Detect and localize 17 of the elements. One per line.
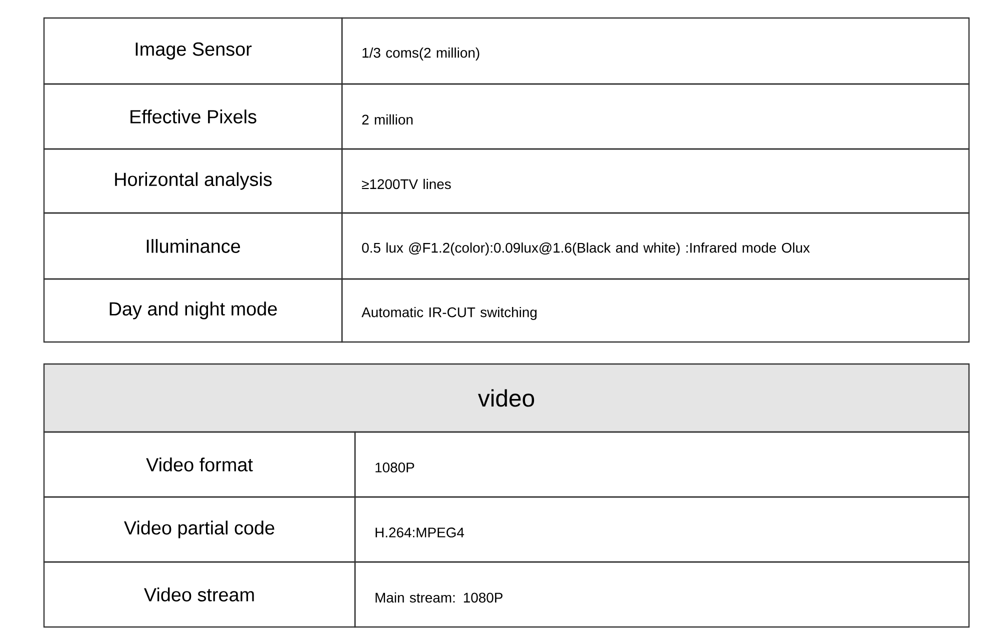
spec-name-cell: Video format <box>43 431 356 498</box>
spec-value-cell: ≥1200TV lines <box>341 148 970 214</box>
spec-name-cell: Image Sensor <box>43 17 343 85</box>
spec-value-cell: 2 million <box>341 83 970 150</box>
spec-name-cell: Video stream <box>43 561 356 628</box>
spec-name-cell: Horizontal analysis <box>43 148 343 214</box>
spec-value-cell: 1080P <box>354 431 970 498</box>
spec-name-cell: Video partial code <box>43 496 356 563</box>
spec-value-cell: Main stream: 1080P <box>354 561 970 628</box>
spec-name-cell: Effective Pixels <box>43 83 343 150</box>
spec-value-cell: 1/3 coms(2 million) <box>341 17 970 85</box>
spec-value-cell: 0.5 lux @F1.2(color):0.09lux@1.6(Black and white) :Infrared mode Olux <box>341 212 970 280</box>
spec-name-cell: Day and night mode <box>43 278 343 343</box>
spec-value-cell: Automatic IR-CUT switching <box>341 278 970 343</box>
section-header: video <box>43 363 970 433</box>
spec-value-cell: H.264:MPEG4 <box>354 496 970 563</box>
spec-name-cell: Illuminance <box>43 212 343 280</box>
